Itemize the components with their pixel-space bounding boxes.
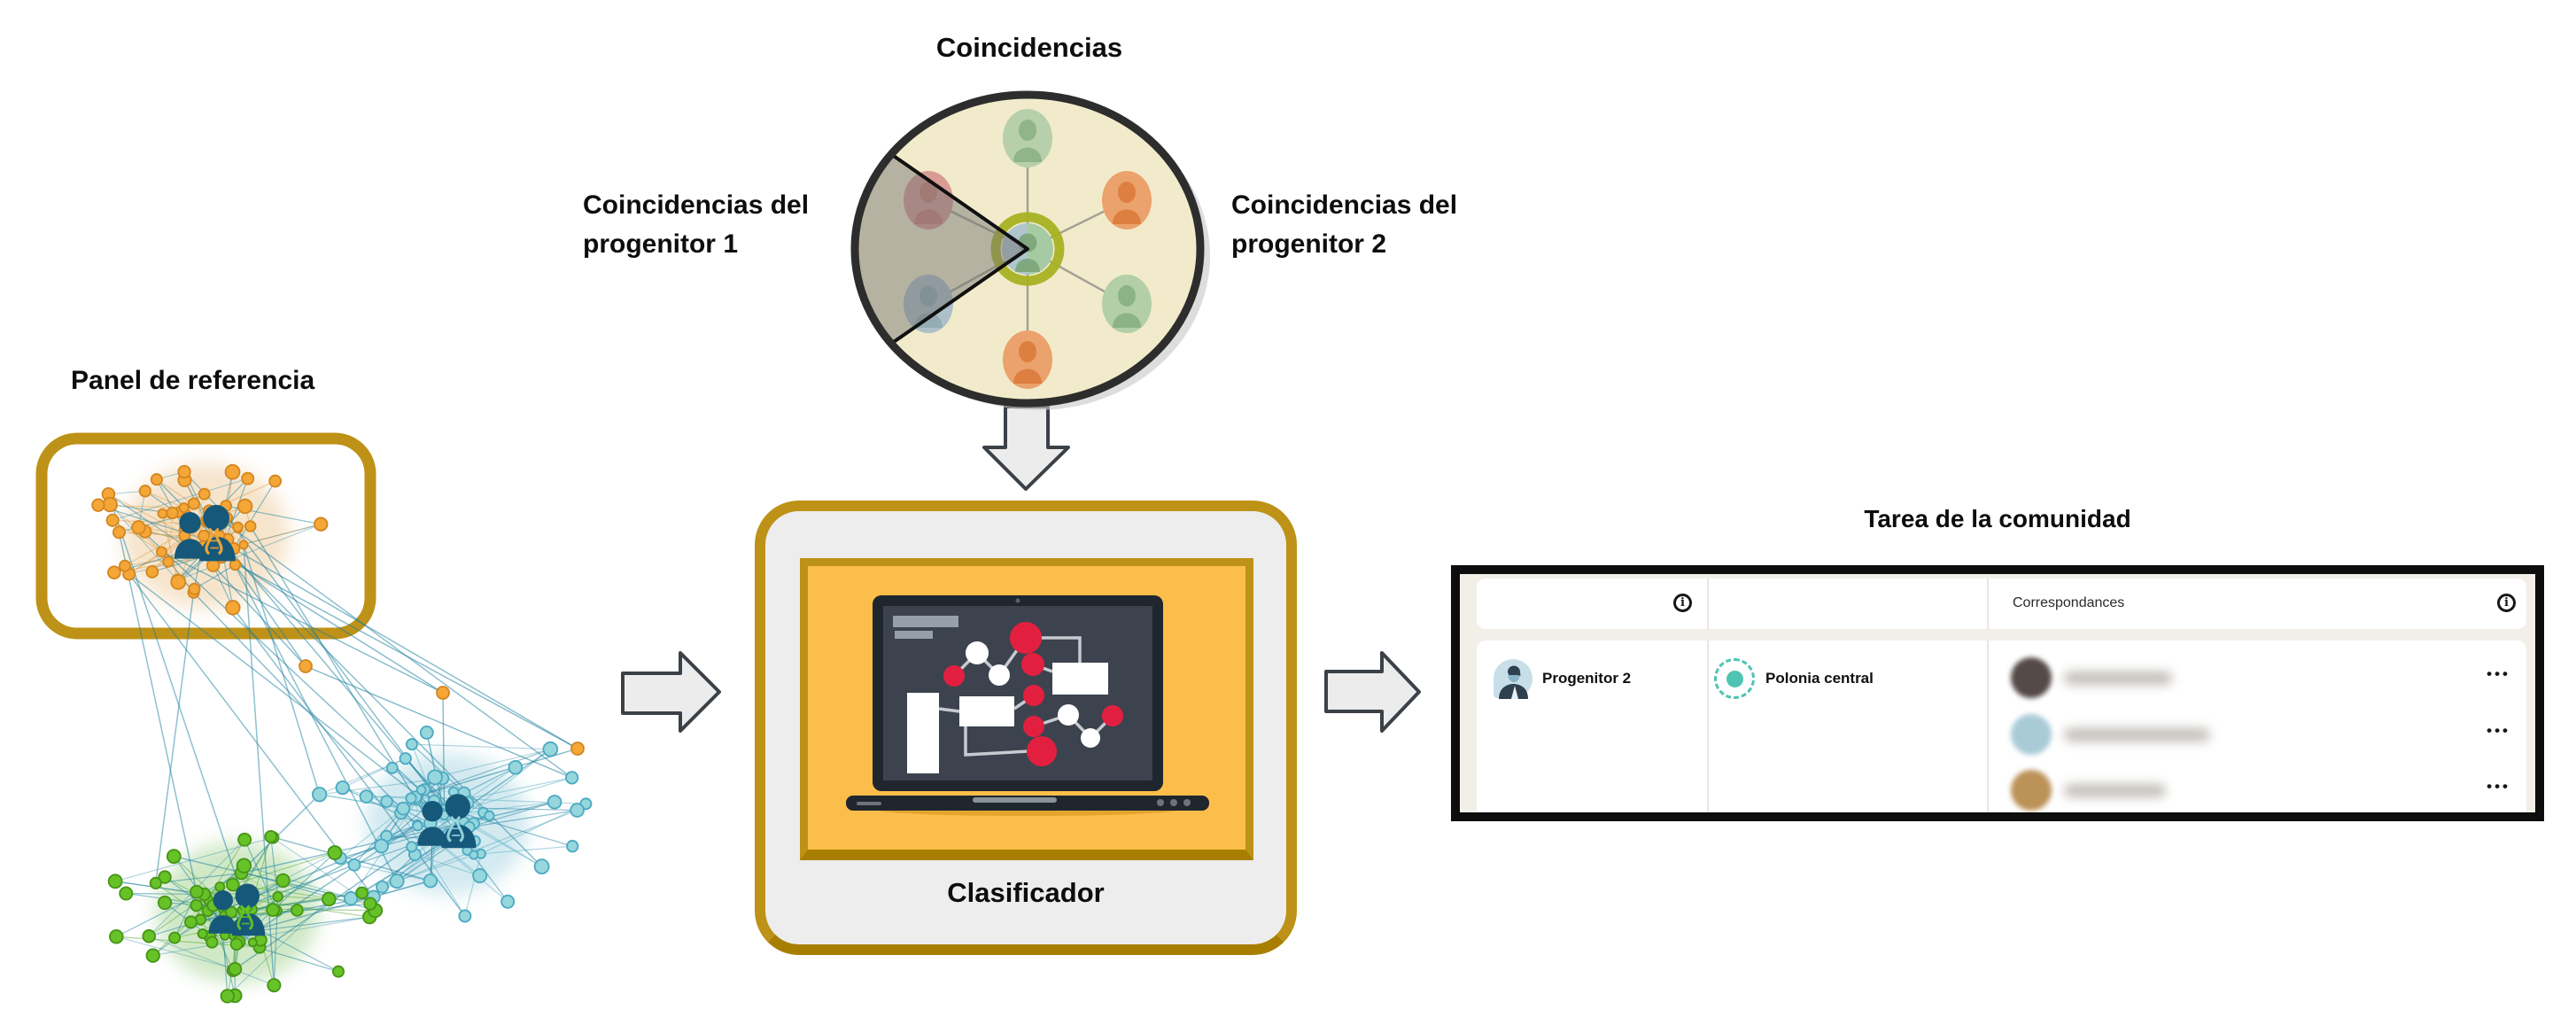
match-name-blurred <box>2064 728 2210 742</box>
parent1-matches-line1: Coincidencias del <box>583 190 810 220</box>
parent-cell-label: Progenitor 2 <box>1542 670 1632 687</box>
laptop-illustration <box>846 595 1209 816</box>
classifier-label: Clasificador <box>947 877 1105 908</box>
match-row[interactable]: ••• <box>1987 708 2526 761</box>
laptop-base <box>846 796 1209 811</box>
arrow-matches-to-classifier <box>982 405 1070 491</box>
flowchart-rect <box>907 693 939 773</box>
more-options-button[interactable]: ••• <box>2487 778 2510 795</box>
column-divider <box>1987 579 1989 629</box>
table-header-row: i Correspondances i <box>1477 579 2526 629</box>
match-row[interactable]: ••• <box>1987 764 2526 812</box>
screen-text-bar <box>893 616 958 627</box>
decision-tree-white-nodes <box>966 641 1100 748</box>
match-avatar <box>2011 657 2052 698</box>
matches-circle-diagram <box>850 90 1210 410</box>
flowchart-rect <box>959 696 1014 726</box>
column-divider <box>1707 579 1709 629</box>
arrow-classifier-to-table <box>1324 651 1421 733</box>
column-divider <box>1707 641 1709 812</box>
match-avatar <box>2011 714 2052 755</box>
reference-network-graph <box>35 432 593 1004</box>
match-avatar <box>2011 770 2052 811</box>
community-task-title: Tarea de la comunidad <box>1864 505 2131 532</box>
community-cluster-icon <box>1714 658 1755 699</box>
more-options-button[interactable]: ••• <box>2487 665 2510 682</box>
info-icon[interactable]: i <box>2497 594 2516 612</box>
flowchart-rect <box>1052 663 1108 695</box>
table-row[interactable]: Progenitor 2 Polonia central ••• ••• ••• <box>1477 641 2526 812</box>
parent2-matches-line1: Coincidencias del <box>1231 190 1458 220</box>
community-task-table: i Correspondances i Progenitor 2 Polonia… <box>1451 565 2544 821</box>
correspondances-column-header: Correspondances <box>2013 595 2125 610</box>
match-row[interactable]: ••• <box>1987 651 2526 704</box>
parent1-matches-line2: progenitor 1 <box>583 229 739 259</box>
parent2-matches-line2: progenitor 2 <box>1231 229 1387 259</box>
parent2-matches-label: Coincidencias del progenitor 2 <box>1231 186 1488 263</box>
decision-tree-red-nodes <box>943 622 1123 766</box>
arrow-network-to-classifier <box>621 651 721 733</box>
column-divider <box>1987 641 1989 812</box>
more-options-button[interactable]: ••• <box>2487 722 2510 739</box>
decision-tree-connectors <box>938 636 1114 757</box>
reference-panel-title: Panel de referencia <box>71 366 315 395</box>
community-cell-label: Polonia central <box>1765 670 1874 687</box>
match-name-blurred <box>2064 784 2166 797</box>
match-name-blurred <box>2064 672 2172 685</box>
info-icon[interactable]: i <box>1673 594 1692 612</box>
parent-avatar <box>1494 659 1532 699</box>
screen-text-bar <box>895 631 933 639</box>
matches-title: Coincidencias <box>935 32 1123 63</box>
parent1-matches-label: Coincidencias del progenitor 1 <box>583 186 835 263</box>
